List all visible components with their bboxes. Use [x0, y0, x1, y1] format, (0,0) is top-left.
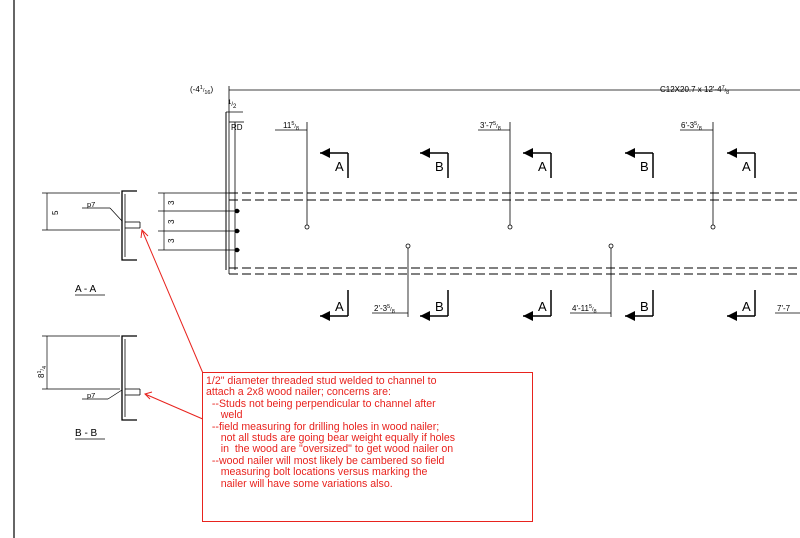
markup-leaders — [140, 228, 206, 421]
dim-bottom-2: 4'-115/8 — [572, 304, 597, 315]
section-marker: B — [420, 290, 449, 321]
section-marker: A — [727, 290, 756, 321]
channel-elevation — [229, 192, 800, 275]
note-line: --wood nailer will most likely be camber… — [206, 454, 445, 467]
svg-text:B: B — [640, 159, 649, 174]
svg-text:B: B — [435, 159, 444, 174]
dim-bottom-1: 2'-35/8 — [374, 304, 395, 315]
note-line: in the wood are "oversized" to get wood … — [206, 443, 454, 456]
note-line: measuring bolt locations versus marking … — [206, 466, 428, 479]
svg-text:B: B — [640, 299, 649, 314]
section-aa-detail: 5 p7 A - A — [42, 190, 141, 296]
section-marker: B — [625, 148, 654, 178]
svg-text:A: A — [335, 159, 344, 174]
dim-top-2: 3'-75/8 — [480, 121, 501, 132]
note-line: --Studs not being perpendicular to chann… — [206, 397, 436, 410]
section-marker: B — [420, 148, 449, 178]
start-offset-label: (-41/16) — [190, 85, 214, 96]
svg-text:A: A — [742, 299, 751, 314]
svg-text:A: A — [742, 159, 751, 174]
aa-weld-label: p7 — [87, 200, 95, 209]
svg-text:A: A — [335, 299, 344, 314]
svg-text:A: A — [538, 159, 547, 174]
dim-top-3: 6'-35/8 — [681, 121, 702, 132]
section-marker: A — [320, 148, 349, 178]
section-aa-title: A - A — [75, 284, 96, 295]
dim-top-1: 115/8 — [283, 121, 299, 132]
section-marker: A — [523, 148, 552, 178]
section-bb-detail: 81/4 p7 B - B — [37, 335, 141, 440]
note-line: not all studs are going bear weight equa… — [206, 432, 456, 445]
stud-spacing-dimensions: 3 3 3 — [158, 192, 240, 253]
stud-spacing-1: 3 — [167, 200, 176, 205]
section-markers-bottom: A B A B A — [320, 290, 756, 321]
note-line: --field measuring for drilling holes in … — [206, 420, 440, 433]
section-marker: B — [625, 290, 654, 321]
section-markers-top: A B A B A — [320, 148, 756, 178]
section-bb-title: B - B — [75, 428, 98, 439]
section-marker: A — [320, 290, 349, 321]
member-label: C12X20.7 x 12'-47/8 — [660, 85, 729, 96]
markup-note-box: 1/2" diameter threaded stud welded to ch… — [202, 372, 533, 522]
studs-top: 115/8 3'-75/8 6'-35/8 — [275, 121, 716, 230]
bb-dim: 81/4 — [37, 366, 48, 378]
rd-label: RD — [231, 123, 243, 132]
overall-length-dimension: (-41/16) C12X20.7 x 12'-47/8 — [190, 85, 800, 112]
note-line: weld — [206, 409, 243, 422]
section-marker: A — [523, 290, 552, 321]
note-line: nailer will have some variations also. — [206, 477, 393, 490]
aa-dim: 5 — [51, 210, 60, 215]
studs-bottom: 2'-35/8 4'-115/8 7'-7 — [372, 243, 800, 317]
bb-weld-label: p7 — [87, 391, 95, 400]
section-marker: A — [727, 148, 756, 178]
note-line: attach a 2x8 wood nailer; concerns are: — [206, 386, 391, 399]
stud-spacing-2: 3 — [167, 219, 176, 224]
dim-bottom-3: 7'-7 — [777, 304, 791, 313]
half-inch-dim: 1/2 — [228, 100, 237, 110]
svg-text:A: A — [538, 299, 547, 314]
note-line: 1/2" diameter threaded stud welded to ch… — [206, 375, 437, 387]
svg-text:B: B — [435, 299, 444, 314]
stud-spacing-3: 3 — [167, 238, 176, 243]
